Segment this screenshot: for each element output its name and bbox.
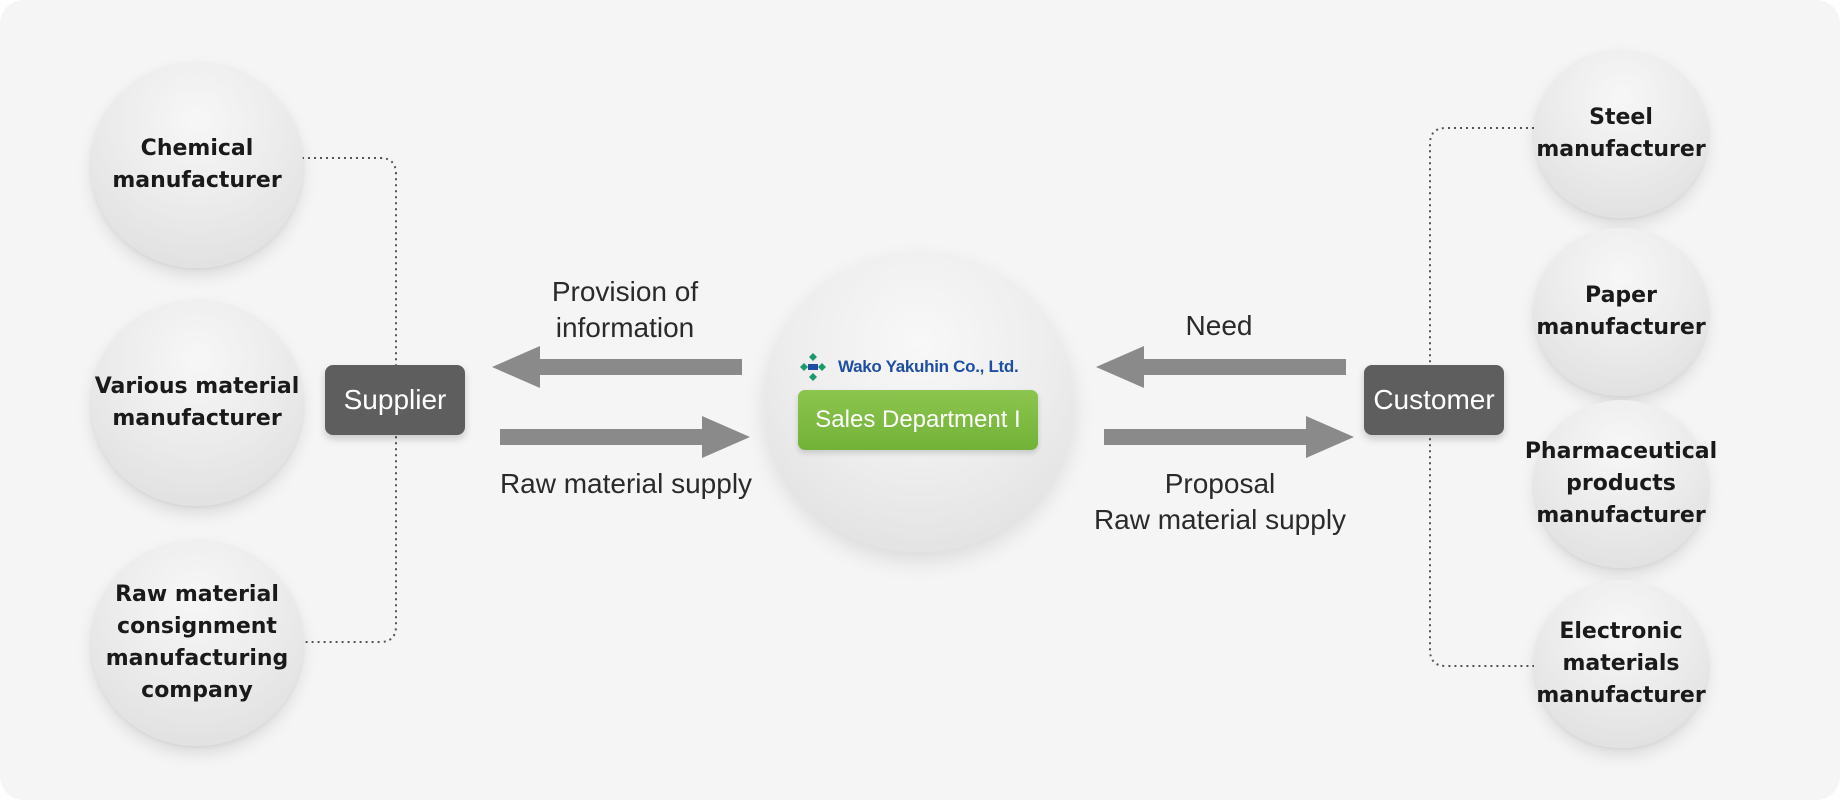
arrow-info-to-supplier xyxy=(492,346,742,388)
supplier-box: Supplier xyxy=(325,365,465,435)
source-label-chemical: Chemical manufacturer xyxy=(112,136,282,193)
supplier-label: Supplier xyxy=(343,384,447,415)
sales-department-badge: Sales Department I xyxy=(798,390,1038,450)
department-label: Sales Department I xyxy=(815,406,1021,433)
company-name: Wako Yakuhin Co., Ltd. xyxy=(838,357,1019,376)
customer-node-pharmaceutical: Pharmaceutical products manufacturer xyxy=(1525,400,1717,568)
flow-label-raw-supply: Raw material supply xyxy=(499,468,753,499)
customer-label-electronic: Electronic materials manufacturer xyxy=(1536,619,1706,708)
customer-label-steel: Steel manufacturer xyxy=(1536,105,1706,162)
customer-label: Customer xyxy=(1373,384,1495,415)
source-node-consignment: Raw material consignment manufacturing c… xyxy=(91,540,303,746)
arrow-need-to-center xyxy=(1096,346,1346,388)
flow-label-need: Need xyxy=(1185,310,1253,341)
customer-box: Customer xyxy=(1364,365,1504,435)
arrow-proposal-to-customer xyxy=(1104,416,1354,458)
customer-node-paper: Paper manufacturer xyxy=(1534,228,1708,396)
source-label-various: Various material manufacturer xyxy=(94,374,300,431)
arrow-supply-to-center xyxy=(500,416,750,458)
customer-node-electronic: Electronic materials manufacturer xyxy=(1534,580,1708,748)
source-label-consignment: Raw material consignment manufacturing c… xyxy=(105,582,289,703)
customer-label-paper: Paper manufacturer xyxy=(1536,283,1706,340)
flow-label-provision: Provision of information xyxy=(551,276,699,343)
customer-node-steel: Steel manufacturer xyxy=(1534,50,1708,218)
company-logo: Wako Yakuhin Co., Ltd. xyxy=(796,352,1036,382)
customer-label-pharmaceutical: Pharmaceutical products manufacturer xyxy=(1524,439,1718,528)
source-node-various: Various material manufacturer xyxy=(91,300,303,506)
source-node-chemical: Chemical manufacturer xyxy=(91,62,303,268)
flow-label-proposal: Proposal Raw material supply xyxy=(1093,468,1347,535)
wako-logo-icon xyxy=(800,353,826,381)
